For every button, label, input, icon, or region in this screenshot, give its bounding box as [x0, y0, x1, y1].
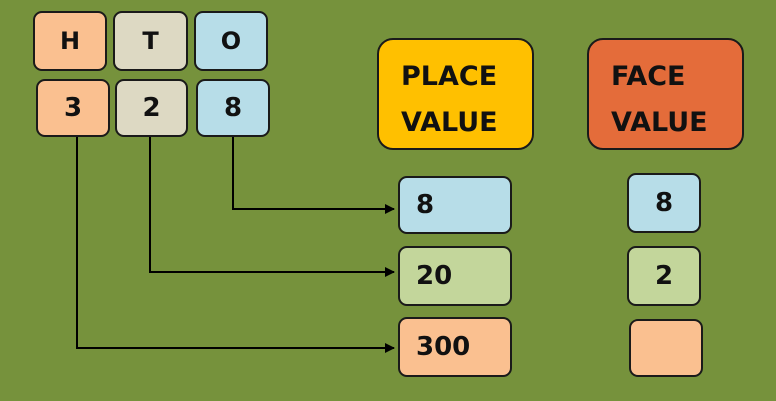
- place-value-hundreds: 300: [398, 317, 512, 377]
- hundreds-digit: 3: [36, 79, 110, 137]
- face-value-tens: 2: [627, 246, 701, 306]
- face-value-hundreds: [629, 319, 703, 377]
- ones-arrow: [232, 137, 395, 214]
- ones-header: O: [194, 11, 268, 71]
- face-value-ones: 8: [627, 173, 701, 233]
- place-value-title: PLACE VALUE: [377, 38, 534, 150]
- face-value-title: FACE VALUE: [587, 38, 744, 150]
- tens-header: T: [113, 11, 188, 71]
- place-value-tens: 20: [398, 246, 512, 306]
- place-value-ones: 8: [398, 176, 512, 234]
- tens-arrow: [149, 137, 395, 277]
- hundreds-header: H: [33, 11, 107, 71]
- tens-digit: 2: [115, 79, 188, 137]
- hundreds-arrow: [76, 137, 395, 353]
- ones-digit: 8: [196, 79, 270, 137]
